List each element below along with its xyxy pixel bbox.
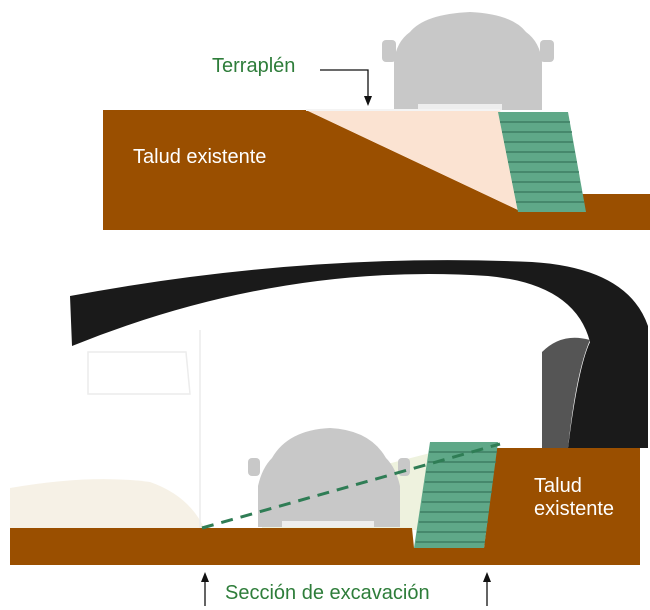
background-lines bbox=[87, 330, 201, 530]
fill-label: Terraplén bbox=[212, 55, 296, 77]
embankment-fill bbox=[306, 110, 518, 210]
car-bottom bbox=[248, 428, 410, 527]
existing-slope-label-bottom-line1: Talud bbox=[534, 475, 582, 497]
existing-slope-top bbox=[103, 110, 650, 230]
existing-slope-label-top: Talud existente bbox=[133, 146, 267, 168]
bottom-panel bbox=[10, 260, 648, 606]
fill-mound-left bbox=[10, 479, 205, 530]
retaining-wall-top bbox=[498, 112, 586, 212]
car-top bbox=[382, 12, 554, 110]
fill-pointer bbox=[320, 69, 372, 106]
retaining-wall-bottom bbox=[414, 442, 498, 548]
original-slope-dashed-line bbox=[201, 442, 501, 530]
tunnel-arch bbox=[70, 260, 648, 448]
excavation-arrow-left bbox=[201, 572, 209, 606]
top-panel bbox=[103, 12, 650, 230]
existing-slope-bottom bbox=[10, 448, 640, 565]
existing-slope-label-bottom-line2: existente bbox=[534, 498, 615, 520]
excavation-arrow-right bbox=[483, 572, 491, 606]
excavation-section-label: Sección de excavación bbox=[225, 582, 430, 604]
tunnel-arch-shade bbox=[542, 337, 590, 448]
